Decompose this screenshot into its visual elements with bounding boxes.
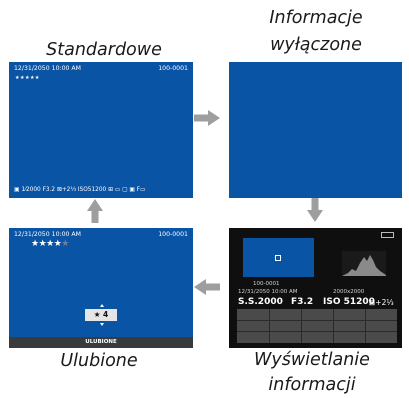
thumbnail-preview xyxy=(243,238,314,277)
info-datetime: 12/31/2050 10:00 AM xyxy=(238,289,298,295)
info-iso: ISO 51200 xyxy=(323,297,375,307)
arrow-up-icon xyxy=(87,199,103,223)
arrow-down-icon xyxy=(307,198,323,222)
info-image-size: 2000x2000 xyxy=(333,289,365,295)
arrow-right-icon xyxy=(194,110,220,126)
info-shutter-speed: S.S.2000 xyxy=(238,297,283,307)
caption-info-display-line2: informacji xyxy=(268,375,356,395)
favorites-stars-filled: ★★★★ xyxy=(31,239,62,249)
standard-status-bar: ▣ 1⁄2000 F3.2 ⊠+2⅓ ISO51200 ⊞ ▭ ▢ ▣ F▭ xyxy=(14,187,146,193)
favorites-screen: 12/31/2050 10:00 AM 100-0001 ★★★★★ ★ 4 U… xyxy=(9,228,193,348)
info-off-screen xyxy=(229,62,402,198)
info-frame-number: 100-0001 xyxy=(253,281,280,287)
info-exposure-comp: ⊠+2⅓ xyxy=(369,298,394,307)
caption-info-display-line1: Wyświetlanie xyxy=(254,350,370,370)
histogram-icon xyxy=(342,251,386,276)
standard-frame-number: 100-0001 xyxy=(158,65,188,72)
rating-up-chevron[interactable] xyxy=(100,304,104,307)
settings-grid xyxy=(237,309,397,343)
caption-info-off-line2: wyłączone xyxy=(270,35,362,55)
caption-favorites: Ulubione xyxy=(60,351,138,371)
favorites-frame-number: 100-0001 xyxy=(158,231,188,238)
standard-datetime: 12/31/2050 10:00 AM xyxy=(14,65,81,72)
battery-icon xyxy=(381,232,394,238)
standard-stars: ★★★★★ xyxy=(15,75,40,81)
standard-screen: 12/31/2050 10:00 AM 100-0001 ★★★★★ ▣ 1⁄2… xyxy=(9,62,193,198)
rating-down-chevron[interactable] xyxy=(100,323,104,326)
caption-standard: Standardowe xyxy=(46,40,162,60)
favorites-bottom-bar: ULUBIONE xyxy=(9,337,193,348)
info-aperture: F3.2 xyxy=(291,297,314,307)
favorites-stars: ★★★★★ xyxy=(31,239,69,249)
info-display-screen: 100-0001 12/31/2050 10:00 AM 2000x2000 S… xyxy=(229,228,402,348)
rating-badge[interactable]: ★ 4 xyxy=(85,309,117,321)
favorites-stars-empty: ★ xyxy=(61,239,69,249)
focus-frame-icon xyxy=(275,255,281,261)
favorites-datetime: 12/31/2050 10:00 AM xyxy=(14,231,81,238)
caption-info-off-line1: Informacje xyxy=(269,8,363,28)
arrow-left-icon xyxy=(194,279,220,295)
